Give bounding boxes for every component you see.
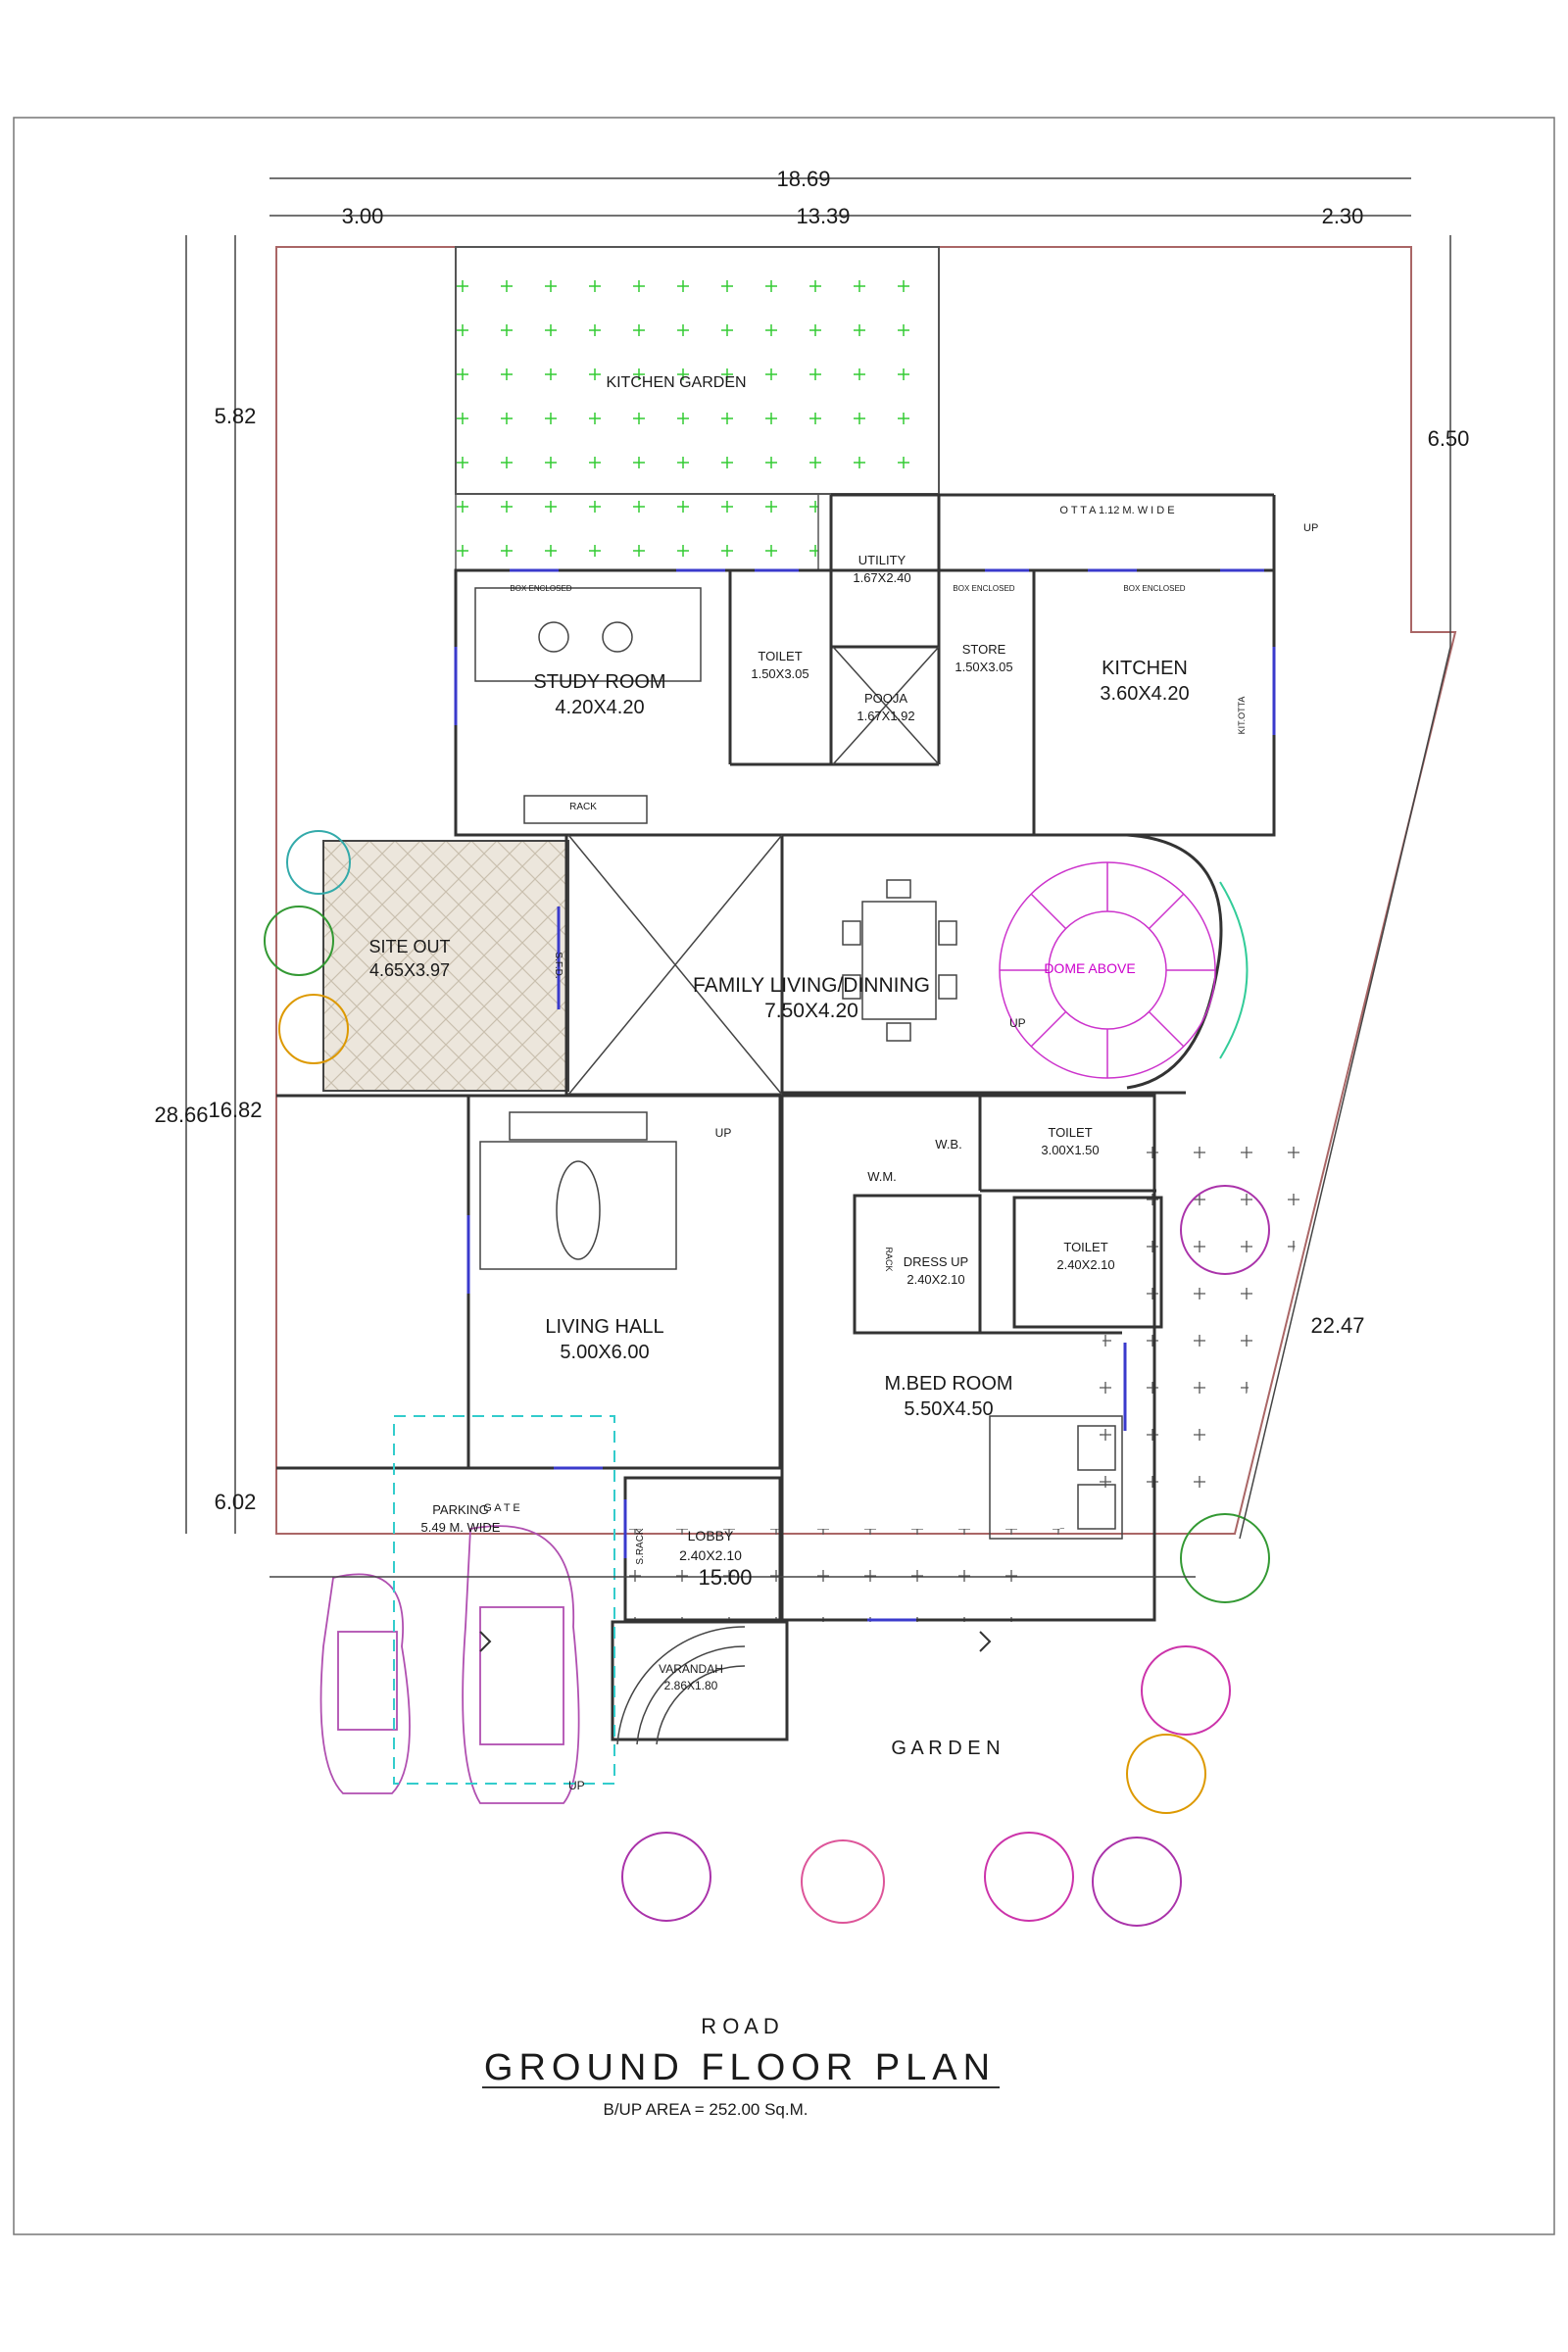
kitchen-garden-strip (455, 493, 819, 571)
dim-right-top: 6.50 (1428, 426, 1470, 451)
label-lobby: LOBBY (688, 1528, 734, 1544)
label-family-size: 7.50X4.20 (764, 1000, 858, 1022)
label-dress-up-size: 2.40X2.10 (906, 1272, 964, 1287)
label-utility-size: 1.67X2.40 (853, 570, 910, 585)
dim-bottom: 15.00 (698, 1565, 752, 1590)
label-road: R O A D (701, 2014, 778, 2038)
label-master-bedroom-size: 5.50X4.50 (904, 1398, 993, 1420)
label-kitchen: KITCHEN (1102, 658, 1188, 679)
label-family-living: FAMILY LIVING/DINNING (693, 974, 930, 997)
dim-left-total: 28.66 (154, 1102, 208, 1127)
label-site-out-size: 4.65X3.97 (369, 960, 450, 980)
label-pooja: POOJA (864, 691, 907, 706)
label-kitchen-garden: KITCHEN GARDEN (606, 374, 746, 391)
label-box-enclosed-3: BOX ENCLOSED (1123, 584, 1185, 593)
study-furniture-icon (474, 587, 702, 824)
kitchen-garden-area (455, 246, 940, 495)
sheet-border (13, 117, 1555, 2235)
plan-title: GROUND FLOOR PLAN (484, 2047, 996, 2088)
open-to-sky-cross (567, 646, 940, 1096)
side-garden-area (1078, 1147, 1328, 1519)
parking-outline (393, 1415, 615, 1785)
label-toilet-3-size: 2.40X2.10 (1056, 1257, 1114, 1272)
dim-left-top: 5.82 (215, 404, 257, 428)
living-sofa-set-icon (479, 1111, 677, 1270)
label-toilet-2-size: 3.00X1.50 (1041, 1143, 1099, 1157)
dome-staircase (999, 861, 1216, 1079)
label-box-enclosed-1: BOX ENCLOSED (510, 584, 571, 593)
dim-top-right: 2.30 (1322, 204, 1364, 228)
label-parking: PARKING (432, 1502, 489, 1517)
dimension-lines (185, 177, 1451, 1578)
room-labels: KITCHEN GARDEN O T T A 1.12 M. W I D E U… (368, 374, 1318, 1792)
label-study-size: 4.20X4.20 (555, 697, 644, 718)
varandah-stair-icon (616, 1626, 746, 1745)
label-up-top: UP (1303, 522, 1318, 534)
label-pooja-size: 1.67X1.92 (857, 709, 914, 723)
label-toilet-1: TOILET (758, 649, 802, 663)
label-toilet-3: TOILET (1063, 1240, 1107, 1254)
label-toilet-1-size: 1.50X3.05 (751, 666, 808, 681)
built-up-area: B/UP AREA = 252.00 Sq.M. (603, 2100, 808, 2119)
label-parking-size: 5.49 M. WIDE (421, 1520, 501, 1535)
label-store-size: 1.50X3.05 (955, 660, 1012, 674)
label-sfd: S.F.D. (553, 952, 564, 978)
label-box-enclosed-2: BOX ENCLOSED (953, 584, 1014, 593)
label-gate: G A T E (483, 1502, 520, 1514)
label-toilet-2: TOILET (1048, 1125, 1092, 1140)
label-utility: UTILITY (858, 553, 906, 567)
label-lobby-size: 2.40X2.10 (679, 1547, 742, 1563)
garden-area (612, 1147, 1176, 1622)
parking-cars-icon (319, 1525, 580, 1804)
label-up-stair: UP (1009, 1016, 1026, 1030)
label-living-hall: LIVING HALL (545, 1316, 663, 1338)
label-kitchen-size: 3.60X4.20 (1100, 683, 1189, 705)
road-arrow-icons (479, 1631, 992, 1652)
dim-top-total: 18.69 (776, 167, 830, 191)
dim-left-mid: 16.82 (208, 1098, 262, 1122)
label-store: STORE (962, 642, 1006, 657)
label-master-bedroom: M.BED ROOM (884, 1373, 1012, 1395)
label-rack-2: RACK (884, 1247, 894, 1271)
dim-top-mid: 13.39 (796, 204, 850, 228)
label-varandah-size: 2.86X1.80 (664, 1679, 718, 1692)
windows (454, 568, 1276, 1622)
dimension-labels: 18.69 3.00 13.39 2.30 5.82 28.66 16.82 6… (154, 167, 1469, 1590)
label-garden: G A R D E N (891, 1738, 1000, 1759)
label-up-hall: UP (715, 1126, 732, 1140)
dining-table-icon (842, 879, 957, 1042)
label-site-out: SITE OUT (368, 937, 450, 956)
bed-icon (989, 1415, 1123, 1540)
label-living-size: 5.00X6.00 (560, 1342, 649, 1363)
label-s-rack: S.RACK (635, 1528, 646, 1565)
plot-boundary (275, 246, 1457, 1535)
label-up-varandah: UP (568, 1779, 585, 1792)
label-kit-otta: KIT.OTTA (1237, 697, 1247, 735)
title-block: R O A D GROUND FLOOR PLAN B/UP AREA = 25… (484, 2014, 996, 2119)
label-wm: W.M. (867, 1169, 897, 1184)
dome-curve-window (1219, 881, 1249, 1059)
label-rack: RACK (569, 802, 597, 812)
label-varandah: VARANDAH (659, 1662, 723, 1676)
label-dome-above: DOME ABOVE (1044, 960, 1135, 976)
label-dress-up: DRESS UP (904, 1254, 968, 1269)
dim-top-left: 3.00 (342, 204, 384, 228)
site-out-floor (322, 840, 569, 1092)
plant-icons (264, 830, 1270, 1927)
label-study-room: STUDY ROOM (533, 671, 665, 693)
label-wb: W.B. (935, 1137, 961, 1152)
dim-right-diag: 22.47 (1310, 1313, 1364, 1338)
label-otta: O T T A 1.12 M. W I D E (1059, 505, 1174, 516)
dim-left-bottom: 6.02 (215, 1490, 257, 1514)
